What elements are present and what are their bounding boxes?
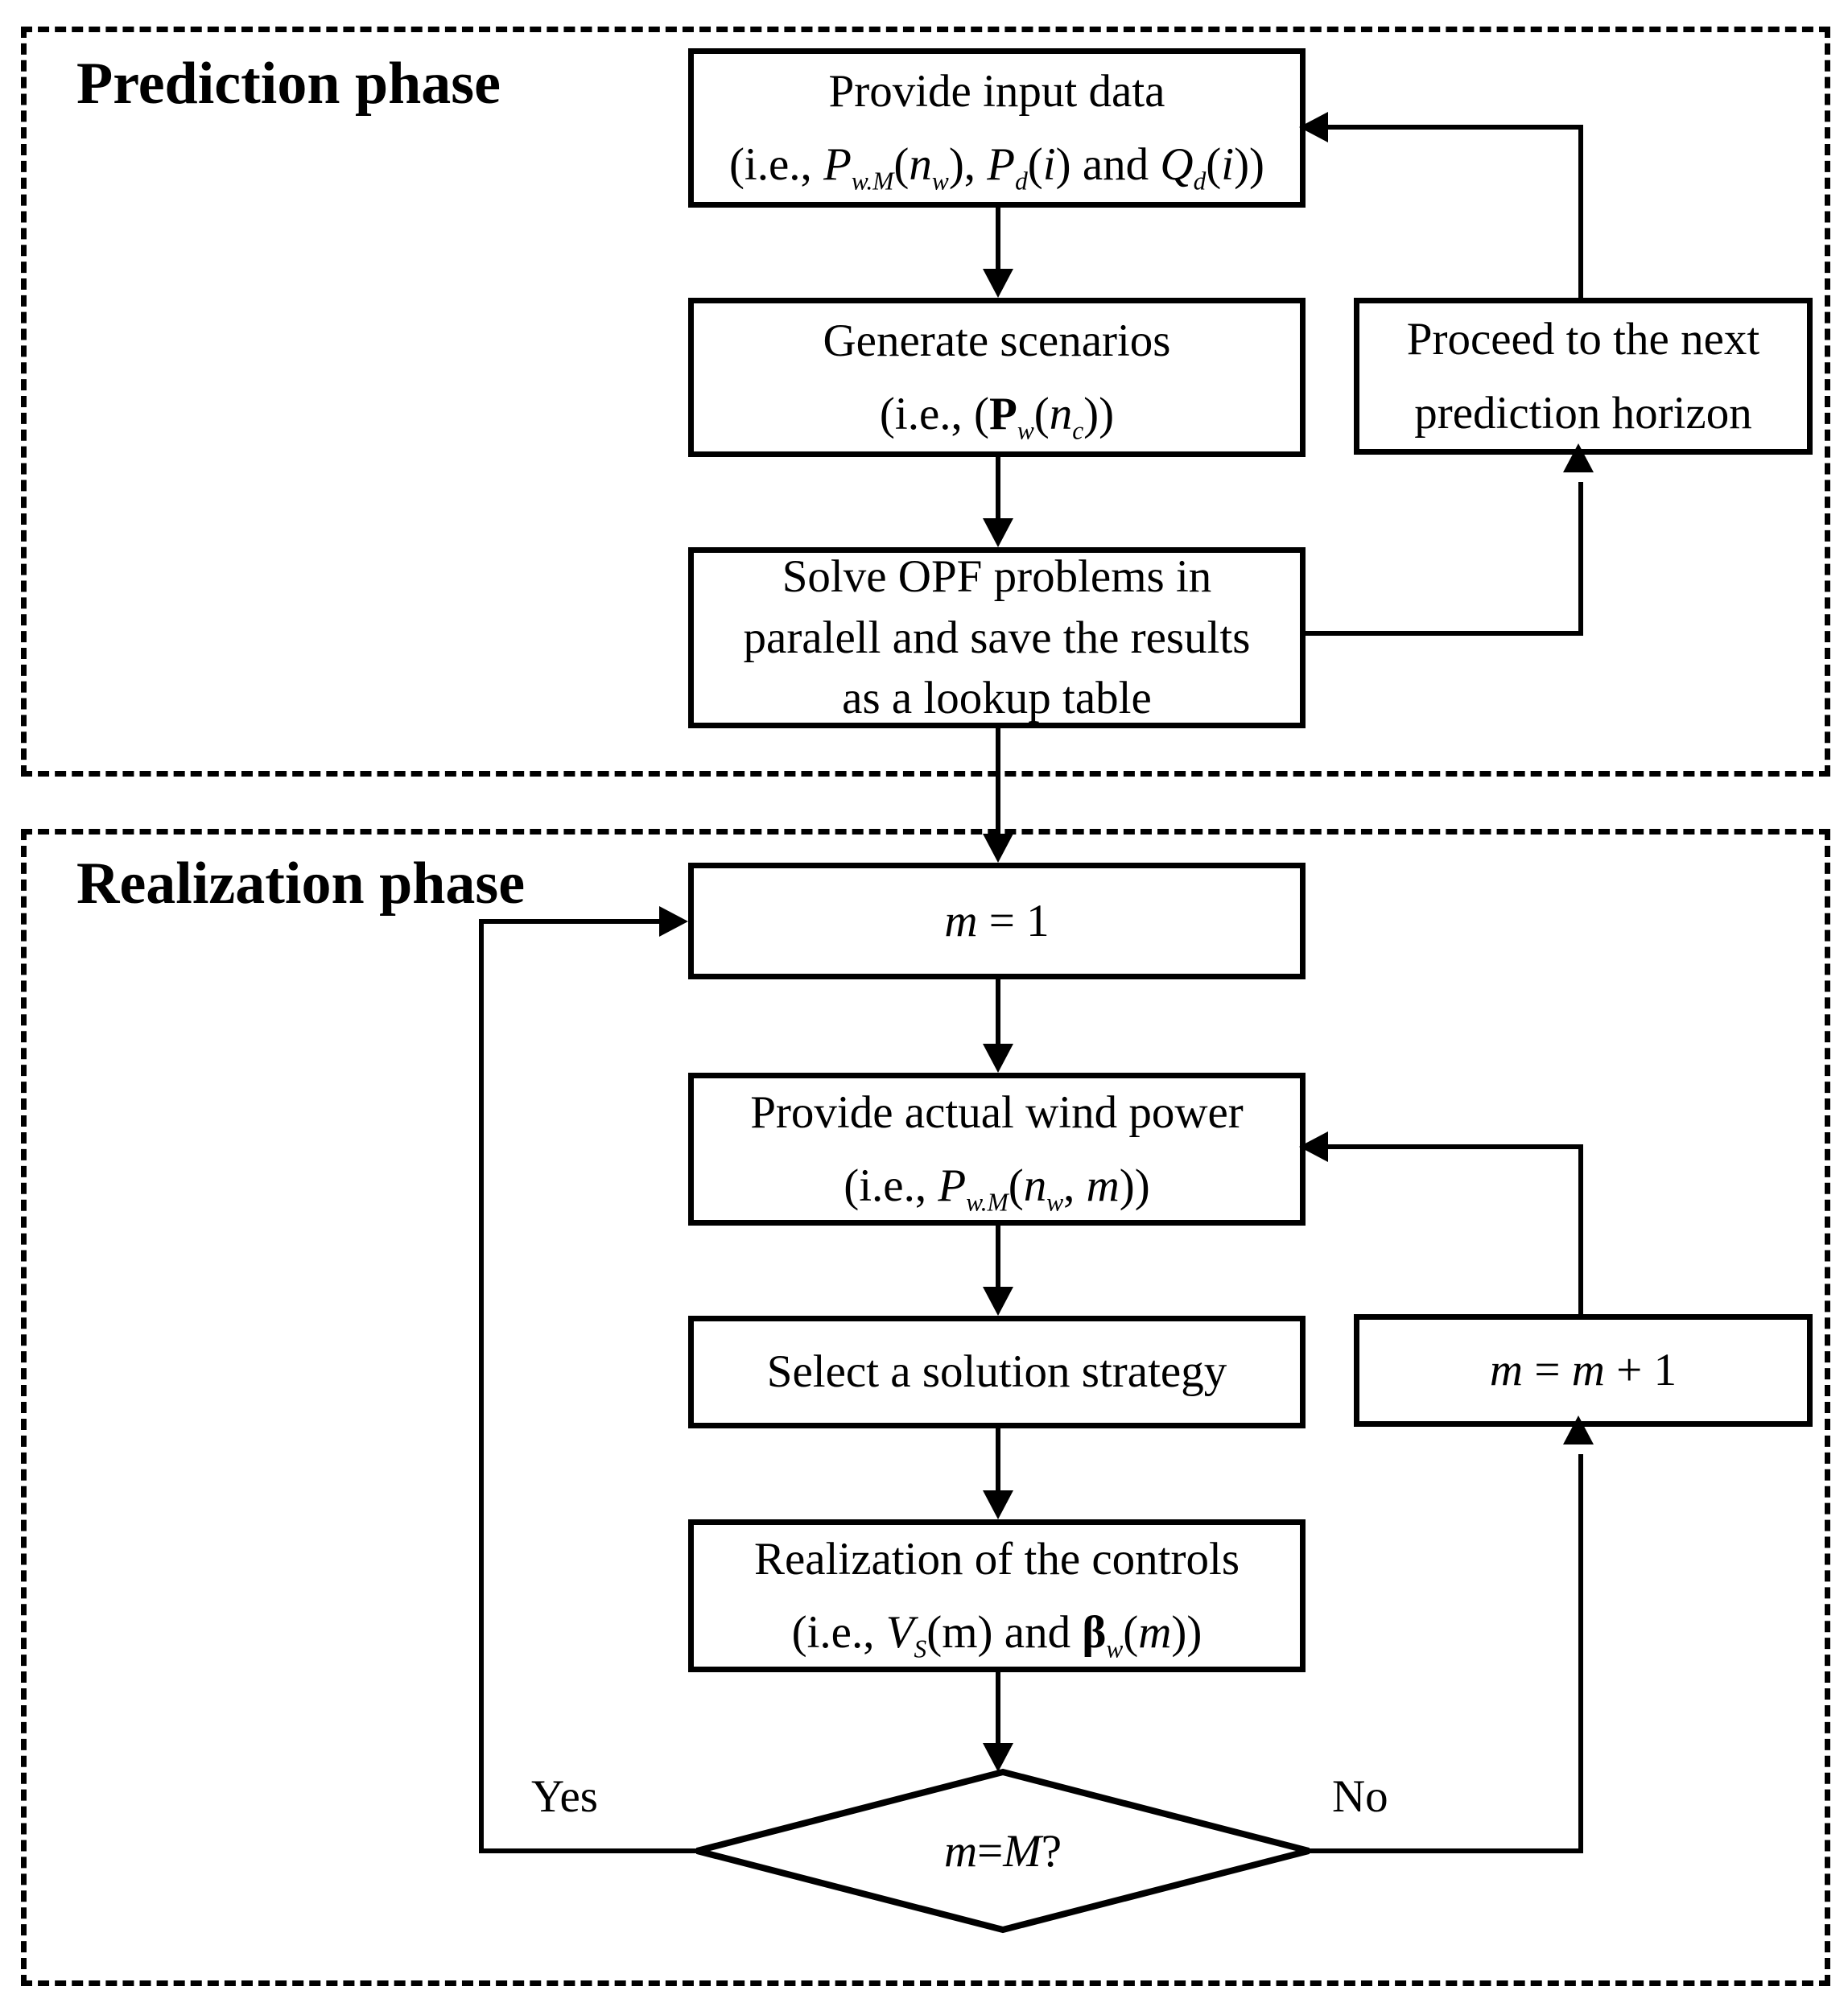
arrowhead-right-icon xyxy=(659,906,688,937)
connector-up-to-proceed xyxy=(1578,482,1583,636)
m-init-box: m = 1 xyxy=(688,863,1306,979)
arrowhead-down-icon xyxy=(983,1743,1013,1772)
realization-controls-box: Realization of the controls (i.e., VS(m)… xyxy=(688,1519,1306,1672)
realization-phase-box xyxy=(21,829,1830,1986)
connector-controls-to-decision xyxy=(996,1661,1000,1745)
node-formula: (i.e., VS(m) and βw(m)) xyxy=(791,1606,1202,1663)
node-formula: (i.e., (Pw(nc)) xyxy=(879,388,1115,445)
node-line: prediction horizon xyxy=(1414,387,1752,439)
node-line: Solve OPF problems in xyxy=(782,550,1212,602)
arrowhead-down-icon xyxy=(983,269,1013,298)
solve-opf-box: Solve OPF problems in paralell and save … xyxy=(688,547,1306,728)
node-formula: (i.e., Pw.M(nw), Pd(i) and Qd(i)) xyxy=(728,138,1265,196)
node-line: paralell and save the results xyxy=(743,612,1251,663)
connector-yes-to-minit xyxy=(479,919,659,924)
connector-no-horizontal xyxy=(1309,1848,1581,1853)
provide-input-data-box: Provide input data (i.e., Pw.M(nw), Pd(i… xyxy=(688,48,1306,208)
connector-increment-up xyxy=(1578,1144,1583,1314)
arrowhead-left-icon xyxy=(1299,112,1328,142)
node-line: as a lookup table xyxy=(842,673,1152,724)
connector-scenarios-to-opf xyxy=(996,446,1000,520)
select-solution-strategy-box: Select a solution strategy xyxy=(688,1316,1306,1428)
connector-proceed-up xyxy=(1578,125,1583,298)
edge-label-no: No xyxy=(1332,1771,1388,1822)
generate-scenarios-box: Generate scenarios (i.e., (Pw(nc)) xyxy=(688,298,1306,457)
node-title: Realization of the controls xyxy=(753,1533,1240,1585)
decision-label: m = M ? xyxy=(943,1825,1062,1877)
connector-input-to-scenarios xyxy=(996,196,1000,270)
arrowhead-left-icon xyxy=(1299,1131,1328,1162)
connector-select-to-controls xyxy=(996,1417,1000,1492)
m-increment-box: m = m + 1 xyxy=(1354,1314,1813,1427)
connector-opf-to-minit xyxy=(996,717,1000,835)
prediction-phase-box xyxy=(21,27,1830,777)
connector-minit-to-actual xyxy=(996,968,1000,1045)
node-formula: m = m + 1 xyxy=(1489,1345,1677,1396)
arrowhead-down-icon xyxy=(983,1287,1013,1316)
connector-yes-vertical xyxy=(479,919,484,1853)
proceed-next-horizon-box: Proceed to the next prediction horizon xyxy=(1354,298,1813,455)
edge-label-yes: Yes xyxy=(531,1771,598,1822)
connector-actual-to-select xyxy=(996,1214,1000,1288)
node-title: Select a solution strategy xyxy=(766,1346,1227,1398)
node-line: Proceed to the next xyxy=(1406,314,1760,365)
connector-left-to-input xyxy=(1328,125,1581,130)
node-title: Provide actual wind power xyxy=(750,1086,1244,1138)
node-title: Provide input data xyxy=(828,65,1165,117)
connector-no-vertical xyxy=(1578,1454,1583,1853)
node-title: Generate scenarios xyxy=(823,315,1171,366)
arrowhead-down-icon xyxy=(983,1044,1013,1073)
arrowhead-down-icon xyxy=(983,834,1013,863)
arrowhead-down-icon xyxy=(983,1490,1013,1519)
node-formula: m = 1 xyxy=(944,895,1050,946)
node-formula: (i.e., Pw.M(nw, m)) xyxy=(844,1160,1150,1217)
arrowhead-up-icon xyxy=(1563,443,1594,472)
connector-left-to-actual xyxy=(1328,1144,1581,1149)
arrowhead-down-icon xyxy=(983,518,1013,547)
connector-opf-right xyxy=(1294,631,1581,636)
provide-actual-wind-power-box: Provide actual wind power (i.e., Pw.M(nw… xyxy=(688,1073,1306,1226)
connector-yes-horizontal xyxy=(481,1848,697,1853)
decision-diamond xyxy=(696,1768,1310,1934)
realization-phase-label: Realization phase xyxy=(76,851,526,917)
prediction-phase-label: Prediction phase xyxy=(76,51,501,117)
arrowhead-up-icon xyxy=(1563,1416,1594,1444)
